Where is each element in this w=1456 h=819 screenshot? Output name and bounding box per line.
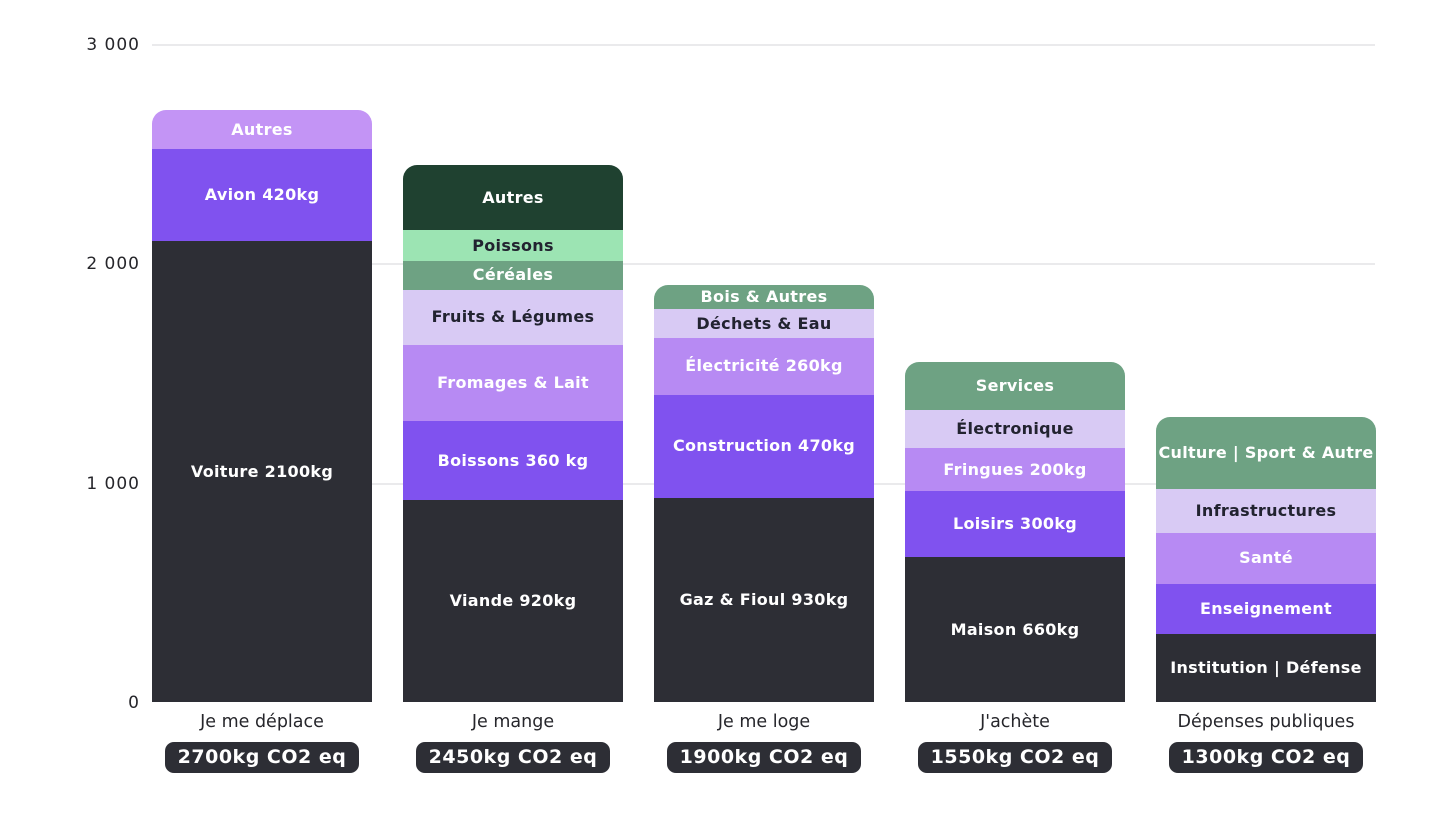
segment-label: Voiture 2100kg xyxy=(190,461,334,481)
segment-label: Boissons 360 kg xyxy=(437,450,589,470)
segment-label: Électronique xyxy=(956,418,1074,438)
segment-label: Enseignement xyxy=(1199,598,1333,618)
gridline-2000 xyxy=(152,263,1375,266)
segment-je-me-loge-gaz-fioul-930kg: Gaz & Fioul 930kg xyxy=(654,498,874,702)
segment-label: Gaz & Fioul 930kg xyxy=(679,590,849,610)
segment-je-me-loge-electricite-260kg: Électricité 260kg xyxy=(654,337,874,395)
x-cell-je-me-deplace: Je me déplace 2700kg CO2 eq xyxy=(152,709,372,773)
segment-je-me-deplace-autres: Autres xyxy=(152,109,372,150)
y-axis-label-3000: 3 000 xyxy=(86,35,140,55)
segment-je-mange-autres: Autres xyxy=(403,164,623,231)
segment-je-me-loge-dechets-eau: Déchets & Eau xyxy=(654,309,874,338)
segment-je-mange-poissons: Poissons xyxy=(403,230,623,262)
category-label: Je me loge xyxy=(717,712,811,732)
segment-label: Santé xyxy=(1239,548,1293,568)
segment-depenses-publiques-culture-sport-autre: Culture | Sport & Autre xyxy=(1156,416,1376,490)
segment-je-me-deplace-voiture-2100kg: Voiture 2100kg xyxy=(152,241,372,702)
segment-je-mange-fruits-legumes: Fruits & Légumes xyxy=(403,289,623,345)
segment-label: Fruits & Légumes xyxy=(431,307,595,327)
segment-je-me-loge-bois-autres: Bois & Autres xyxy=(654,285,874,310)
segment-depenses-publiques-enseignement: Enseignement xyxy=(1156,583,1376,635)
segment-label: Services xyxy=(975,376,1055,396)
segment-label: Autres xyxy=(482,187,544,207)
segment-depenses-publiques-infrastructures: Infrastructures xyxy=(1156,489,1376,534)
segment-label: Culture | Sport & Autre xyxy=(1158,443,1374,463)
category-label: Je mange xyxy=(471,712,555,732)
segment-j-achete-maison-660kg: Maison 660kg xyxy=(905,557,1125,702)
segment-j-achete-electronique: Électronique xyxy=(905,410,1125,448)
segment-je-mange-viande-920kg: Viande 920kg xyxy=(403,500,623,702)
total-badge: 2700kg CO2 eq xyxy=(164,742,360,773)
segment-label: Avion 420kg xyxy=(204,185,320,205)
segment-label: Loisirs 300kg xyxy=(952,514,1078,534)
y-axis-label-2000: 2 000 xyxy=(86,254,140,275)
segment-label: Construction 470kg xyxy=(672,436,856,456)
segment-je-me-loge-construction-470kg: Construction 470kg xyxy=(654,394,874,499)
gridline-3000 xyxy=(152,44,1375,46)
total-badge: 1900kg CO2 eq xyxy=(666,742,862,773)
segment-label: Céréales xyxy=(472,265,554,285)
segment-label: Maison 660kg xyxy=(950,619,1080,639)
category-label: Je me déplace xyxy=(200,712,324,732)
segment-label: Autres xyxy=(231,119,293,139)
segment-je-mange-cereales: Céréales xyxy=(403,261,623,290)
segment-label: Viande 920kg xyxy=(449,591,577,611)
x-cell-je-mange: Je mange 2450kg CO2 eq xyxy=(403,709,623,773)
segment-label: Fringues 200kg xyxy=(943,459,1087,479)
segment-label: Infrastructures xyxy=(1195,501,1337,521)
x-cell-je-me-loge: Je me loge 1900kg CO2 eq xyxy=(654,709,874,773)
segment-je-me-deplace-avion-420kg: Avion 420kg xyxy=(152,149,372,242)
category-label: Dépenses publiques xyxy=(1177,712,1355,732)
segment-label: Bois & Autres xyxy=(700,287,828,307)
segment-depenses-publiques-institution-defense: Institution | Défense xyxy=(1156,634,1376,702)
segment-je-mange-fromages-lait: Fromages & Lait xyxy=(403,344,623,422)
y-axis-label-0: 0 xyxy=(128,693,140,713)
x-cell-depenses-publiques: Dépenses publiques 1300kg CO2 eq xyxy=(1156,709,1376,773)
segment-j-achete-fringues-200kg: Fringues 200kg xyxy=(905,447,1125,492)
segment-j-achete-services: Services xyxy=(905,362,1125,411)
category-label: J'achète xyxy=(980,712,1050,732)
total-badge: 1300kg CO2 eq xyxy=(1168,742,1364,773)
segment-j-achete-loisirs-300kg: Loisirs 300kg xyxy=(905,491,1125,558)
total-badge: 1550kg CO2 eq xyxy=(917,742,1113,773)
segment-label: Déchets & Eau xyxy=(696,313,832,333)
segment-label: Poissons xyxy=(472,235,554,255)
x-cell-j-achete: J'achète 1550kg CO2 eq xyxy=(905,709,1125,773)
total-badge: 2450kg CO2 eq xyxy=(415,742,611,773)
segment-je-mange-boissons-360-kg: Boissons 360 kg xyxy=(403,421,623,501)
segment-label: Électricité 260kg xyxy=(685,356,843,376)
segment-depenses-publiques-sante: Santé xyxy=(1156,533,1376,584)
y-axis-label-1000: 1 000 xyxy=(86,473,140,494)
segment-label: Fromages & Lait xyxy=(437,372,589,392)
x-axis-layer: Je me déplace 2700kg CO2 eq Je mange 2450kg… xyxy=(152,709,1376,773)
segment-label: Institution | Défense xyxy=(1170,658,1362,677)
